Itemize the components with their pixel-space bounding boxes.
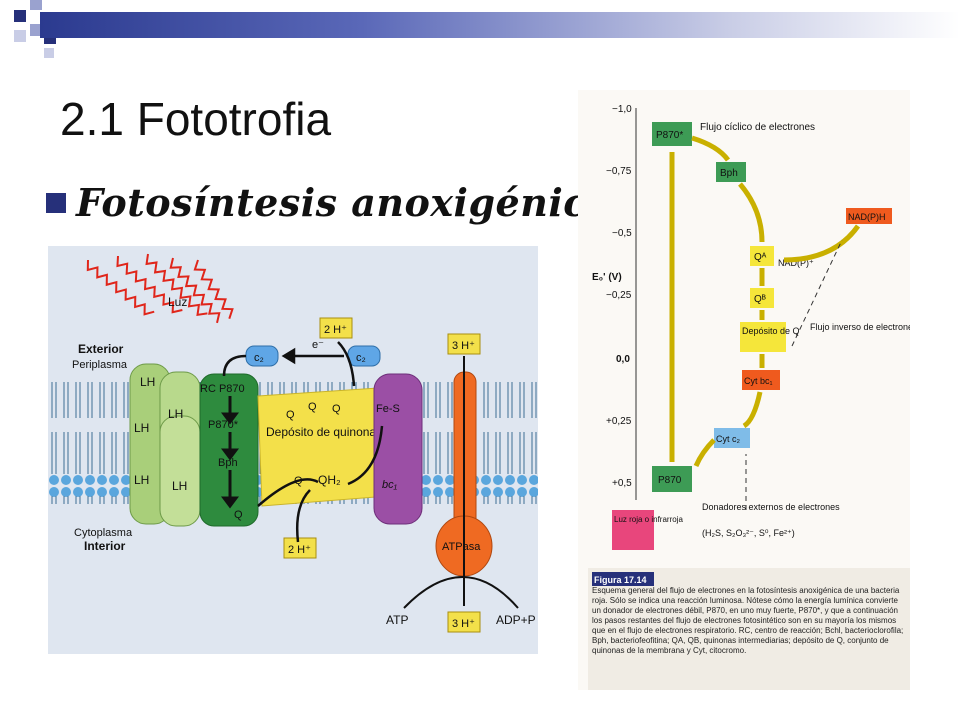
bph-label: Bph [218,457,238,469]
nadph-text: NAD(P)H [848,212,886,222]
q-pool-box [740,322,786,352]
y-tick-1: −0,75 [606,166,632,177]
p870-box [652,466,692,492]
quinone-pool-label: Depósito de quinonas [266,425,382,439]
light-waves [86,253,234,324]
lh-label-2: LH [168,407,183,421]
c2-right-label: c₂ [356,352,366,364]
three-h-bottom-box [447,611,481,633]
y-tick-6: +0,5 [612,478,632,489]
qh2-label: QH₂ [318,473,341,487]
lh-label-1: LH [140,375,155,389]
membrane-figure: Luz Exterior Periplasma Cytoplasma Inter… [48,246,538,654]
cyclic-flow-label: Flujo cíclico de electrones [700,122,815,133]
cyt-bc1-text: Cyt bc₁ [744,376,773,386]
atpase-label: ATPasa [442,541,481,553]
external-donors-label: Donadores externos de electrones [702,502,840,512]
three-h-bottom-label: 3 H⁺ [452,618,475,630]
bph-box [716,162,746,182]
electron-label-top: e⁻ [312,339,324,351]
q-2: Q [308,401,317,413]
p870-star-label: P870* [208,419,239,431]
atp-synthesis-arrow [403,576,519,609]
bph-text: Bph [720,168,738,179]
bullet-item: Fotosíntesis anoxigénica [46,180,612,225]
two-h-bottom-box [283,537,317,559]
figure-number-box [592,572,654,586]
two-h-top-label: 2 H⁺ [324,324,347,336]
y-axis-title: E₀' (V) [592,272,622,283]
rc-p870-label: RC P870 [200,383,245,395]
fes-label: Fe-S [376,403,400,415]
energy-diagram-figure: −1,0 −0,75 −0,5 −0,25 0,0 +0,25 +0,5 E₀'… [578,90,960,690]
qb-text: Qᴮ [754,294,766,305]
exterior-label: Exterior [78,342,124,356]
red-light-box [612,510,654,550]
nadp-text: NAD(P)⁺ [778,258,814,268]
c2-left-label: c₂ [254,352,264,364]
y-axis-ticks: −1,0 −0,75 −0,5 −0,25 0,0 +0,25 +0,5 [606,104,632,489]
cyt-c2-text: Cyt c₂ [716,434,741,444]
q-3: Q [332,403,341,415]
y-tick-5: +0,25 [606,416,632,427]
p870-text: P870 [658,475,682,486]
slide-title: 2.1 Fototrofia [60,93,332,145]
three-h-top-box [447,333,481,355]
q-cycle-arrows [257,341,384,543]
periplasm-label: Periplasma [72,359,128,371]
figure-caption: Esquema general del flujo de electrones … [592,586,904,655]
nadph-box [846,208,892,224]
c2-transfer-arrows [222,347,344,377]
light-label: Luz [168,295,187,309]
p870-star-text: P870* [656,130,683,141]
donor-list-label: (H₂S, S₂O₃²⁻, S⁰, Fe²⁺) [702,528,795,538]
atp-label: ATP [386,613,408,627]
bullet-square-icon [46,192,66,213]
caption-box [588,568,910,690]
quinone-pool [257,387,389,507]
y-tick-3: −0,25 [606,290,632,301]
electron-flow-arrows [669,135,861,468]
adp-label: ADP+P [496,613,536,627]
cytoplasm-label: Cytoplasma [74,527,133,539]
qb-box [750,288,774,308]
p870-star-box [652,122,692,146]
y-tick-2: −0,5 [612,228,632,239]
red-light-text: Luz roja o infrarroja [614,515,683,524]
y-tick-0: −1,0 [612,104,632,115]
two-h-top-box [319,317,353,339]
cyt-bc1-box [742,370,780,390]
two-h-bottom-label: 2 H⁺ [288,544,311,556]
reverse-flow-label: Flujo inverso de electrones (consume ene… [810,322,910,332]
cyt-c2-box [714,428,750,448]
three-h-top-label: 3 H⁺ [452,340,475,352]
figure-number-text: Figura 17.14 [594,575,647,585]
rc-electron-arrows [221,396,239,509]
lh-label-4: LH [134,473,149,487]
bc1-label: bc₁ [382,479,398,491]
lh-label-5: LH [172,479,187,493]
qa-box [750,246,774,266]
rc-q-label: Q [234,509,243,521]
q-1: Q [286,409,295,421]
y-tick-4: 0,0 [616,354,630,365]
light-harvesting-complex [129,363,201,527]
bullet-text: Fotosíntesis anoxigénica [76,180,613,225]
qa-text: Qᴬ [754,252,767,263]
title-bar-decoration [40,12,960,38]
lh-label-3: LH [134,421,149,435]
q-pool-text: Depósito de Q [742,326,800,336]
bc1-complex [373,373,423,525]
interior-label: Interior [84,539,126,553]
